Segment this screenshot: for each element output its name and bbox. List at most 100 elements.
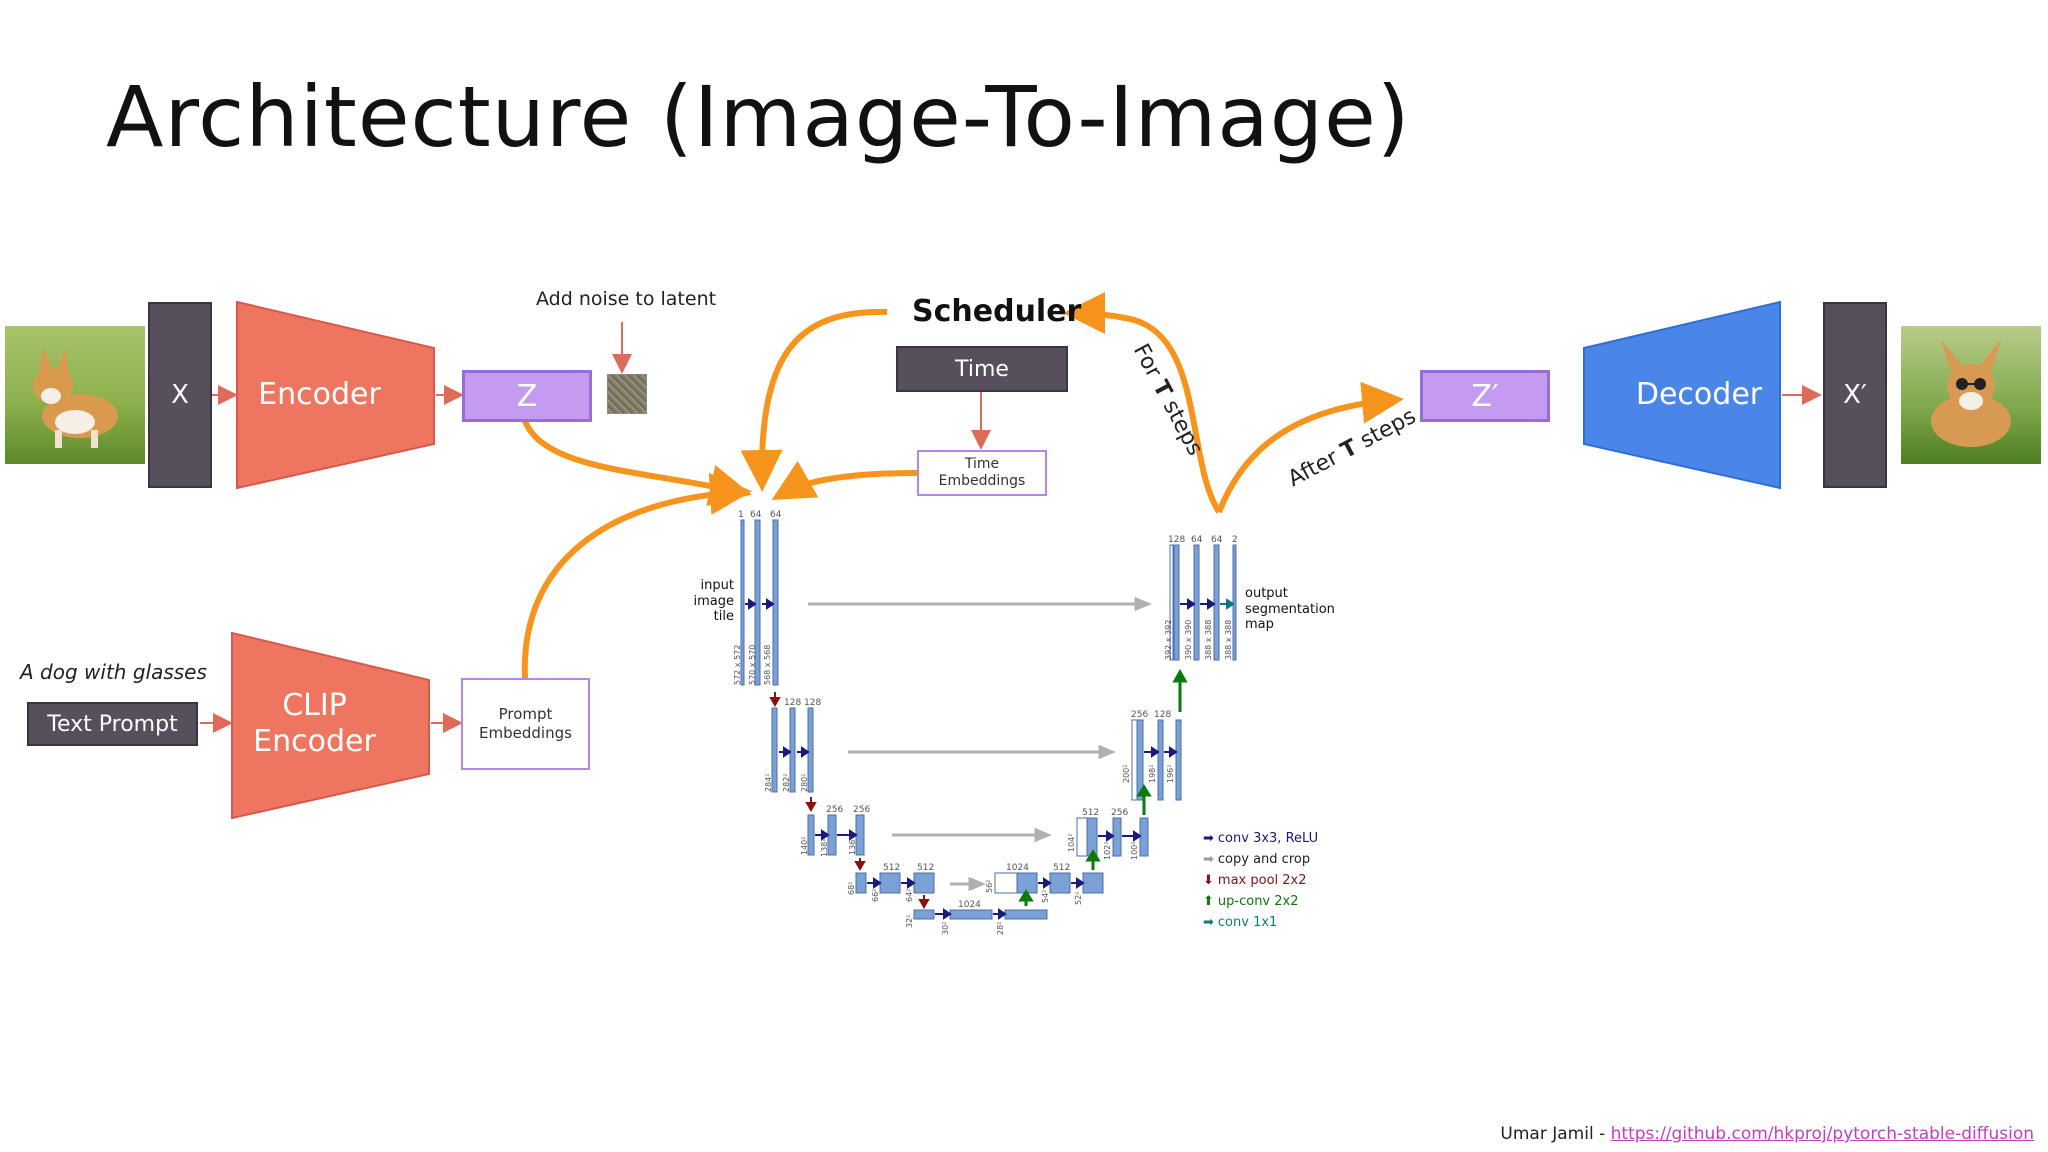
noise-image [607, 374, 647, 414]
flow-unet-to-zprime [1216, 381, 1404, 514]
scheduler-label: Scheduler [912, 294, 1082, 329]
size-b-2: 30² [941, 921, 950, 935]
arrow-down-red-icon: ⬇ [1203, 873, 1214, 888]
decoder-shape [1583, 300, 1781, 490]
size-l2-1: 284² [764, 773, 773, 792]
text-prompt-label: Text Prompt [47, 711, 178, 737]
size-b-1: 32² [905, 914, 914, 928]
flow-unet-to-scheduler [1063, 292, 1222, 514]
time-box: Time [896, 346, 1068, 392]
legend-conv1x1: ➡conv 1x1 [1203, 912, 1318, 933]
flow-timeemb-to-unet [771, 460, 918, 500]
ch-tr-2: 64 [1191, 535, 1203, 545]
size-r2-1: 200² [1122, 764, 1131, 783]
unet-input-label: input image tile [690, 578, 735, 625]
decoder-label: Decoder [1635, 377, 1763, 412]
size-tl-3: 568 x 568 [763, 644, 772, 685]
ch-l2-1: 128 [784, 698, 802, 708]
z-prime-box: Z′ [1420, 370, 1550, 422]
size-tr-3: 388 x 388 [1204, 619, 1213, 660]
unet-upconv-arrows [1018, 668, 1188, 906]
ch-l4-2: 512 [917, 863, 935, 873]
time-label: Time [955, 356, 1009, 382]
z-label: Z [516, 378, 538, 414]
z-prime-label: Z′ [1471, 378, 1499, 414]
size-r3-3: 100² [1130, 841, 1139, 860]
size-l4-1: 68² [847, 881, 856, 895]
unet-copy-arrows [808, 596, 1152, 892]
size-r3-1: 104² [1067, 833, 1076, 852]
size-r4-1: 56² [985, 879, 994, 893]
arrow-right-teal-icon: ➡ [1203, 915, 1214, 930]
size-l3-3: 136² [848, 836, 857, 855]
unet-output-line-1: output [1245, 586, 1288, 601]
clip-encoder-line-2: Encoder [253, 724, 376, 759]
legend-upconv-label: up-conv 2x2 [1217, 894, 1299, 909]
unet-input-line-1: input [700, 578, 734, 593]
legend-conv3x3: ➡conv 3x3, ReLU [1203, 828, 1318, 849]
size-tr-4: 388 x 388 [1224, 619, 1233, 660]
legend-copy-crop-label: copy and crop [1217, 852, 1311, 867]
output-dog-image [1901, 326, 2041, 464]
ch-l2-2: 128 [804, 698, 822, 708]
unet-input-line-3: tile [713, 609, 734, 625]
encoder-shape [236, 300, 435, 490]
legend-conv1x1-label: conv 1x1 [1217, 915, 1278, 930]
ch-r2-2: 128 [1154, 710, 1172, 720]
size-l4-2: 66² [871, 888, 880, 902]
size-l2-3: 280² [800, 773, 809, 792]
unet-conv1x1-arrow [1220, 598, 1235, 610]
unet-blocks [740, 519, 1237, 920]
ch-r3-1: 512 [1082, 808, 1100, 818]
arrow-right-navy-icon: ➡ [1203, 831, 1214, 846]
unet-output-line-2: segmentation [1245, 601, 1335, 617]
size-r4-3: 52² [1074, 891, 1083, 905]
x-label: X [171, 380, 189, 410]
ch-l4-1: 512 [883, 863, 901, 873]
size-r2-2: 198² [1148, 764, 1157, 783]
size-r2-3: 196² [1166, 764, 1175, 783]
arrow-up-green-icon: ⬆ [1203, 894, 1214, 909]
credit-link[interactable]: https://github.com/hkproj/pytorch-stable… [1610, 1124, 2034, 1144]
ch-tr-3: 64 [1211, 535, 1223, 545]
ch-l3-2: 256 [853, 805, 871, 815]
slide-title: Architecture (Image-To-Image) [106, 68, 1411, 166]
ch-tr-4: 2 [1232, 535, 1238, 545]
unet-input-line-2: image [693, 593, 735, 609]
x-prime-label: X′ [1843, 380, 1867, 410]
clip-encoder-line-1: CLIP [282, 688, 347, 723]
unet-legend: ➡conv 3x3, ReLU ➡copy and crop ⬇max pool… [1203, 828, 1318, 933]
ch-bottom: 1024 [958, 900, 981, 910]
prompt-embeddings-box: Prompt Embeddings [461, 678, 590, 770]
size-tl-1: 572 x 572 [733, 644, 742, 685]
clip-encoder-shape [231, 631, 430, 820]
text-prompt-box: Text Prompt [27, 702, 198, 746]
size-r3-2: 102² [1103, 841, 1112, 860]
size-tr-2: 390 x 390 [1184, 619, 1193, 660]
flow-prompt-to-unet [521, 472, 752, 679]
ch-tl-3: 64 [770, 510, 782, 520]
corgi-icon [33, 348, 118, 448]
size-l2-2: 282² [782, 773, 791, 792]
prompt-embeddings-label: Prompt Embeddings [479, 705, 572, 742]
legend-maxpool: ⬇max pool 2x2 [1203, 870, 1318, 891]
legend-copy-crop: ➡copy and crop [1203, 849, 1318, 870]
arrow-right-gray-icon: ➡ [1203, 852, 1214, 867]
ch-r4-2: 512 [1053, 863, 1071, 873]
x-prime-box: X′ [1823, 302, 1887, 488]
size-tr-1: 392 x 392 [1164, 619, 1173, 660]
legend-upconv: ⬆up-conv 2x2 [1203, 891, 1318, 912]
x-box: X [148, 302, 212, 488]
unet-output-label: output segmentation map [1245, 586, 1335, 633]
encoder-label: Encoder [258, 377, 381, 412]
legend-conv3x3-label: conv 3x3, ReLU [1217, 831, 1319, 846]
size-l3-1: 140² [800, 836, 809, 855]
unet-conv-arrows [745, 598, 1216, 920]
credit-author: Umar Jamil - [1500, 1124, 1611, 1144]
ch-r4-1: 1024 [1006, 863, 1029, 873]
unet-maxpool-arrows [769, 692, 930, 910]
flow-z-to-unet [522, 419, 752, 507]
size-r4-2: 54² [1041, 889, 1050, 903]
flow-scheduler-to-unet [740, 308, 888, 492]
